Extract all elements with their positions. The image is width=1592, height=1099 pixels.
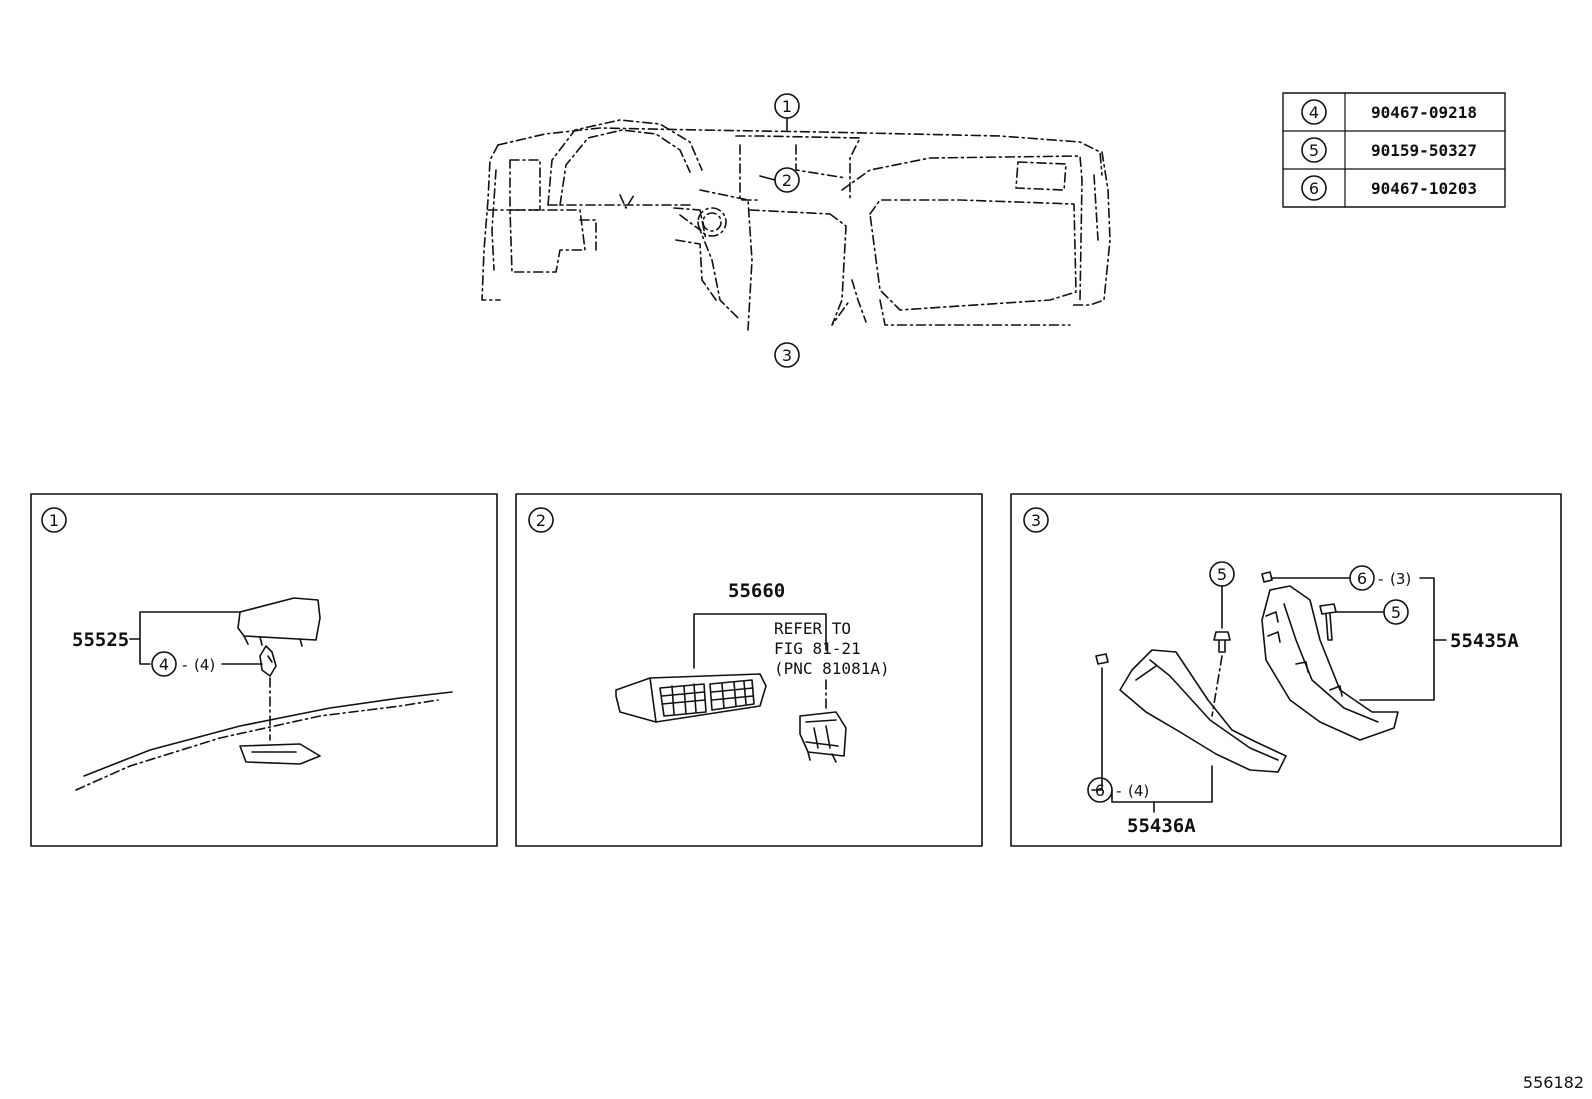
- legend-row: 5 90159-50327: [1301, 137, 1477, 163]
- svg-text:1: 1: [49, 511, 59, 530]
- diagram-number: 556182: [1523, 1073, 1584, 1092]
- svg-text:90159-50327: 90159-50327: [1371, 141, 1477, 160]
- svg-text:6: 6: [1095, 781, 1105, 800]
- svg-text:6: 6: [1357, 569, 1367, 588]
- svg-text:90467-09218: 90467-09218: [1371, 103, 1477, 122]
- legend-table: 4 90467-09218 5 90159-50327 6 90467-1020…: [1282, 92, 1506, 208]
- svg-text:-: -: [182, 656, 187, 674]
- detail-panel-1: 1 55525 4 - (4): [30, 493, 498, 847]
- svg-text:2: 2: [536, 511, 546, 530]
- svg-text:2: 2: [782, 171, 792, 190]
- svg-text:5: 5: [1217, 565, 1227, 584]
- svg-text:-: -: [1378, 570, 1383, 588]
- svg-text:55436A: 55436A: [1127, 815, 1196, 837]
- svg-text:(4): (4): [1128, 782, 1149, 800]
- svg-text:4: 4: [159, 655, 169, 674]
- overview-callout-1: 1: [774, 93, 800, 131]
- svg-text:5: 5: [1309, 141, 1319, 160]
- svg-text:4: 4: [1309, 103, 1319, 122]
- svg-text:3: 3: [1031, 511, 1041, 530]
- svg-text:5: 5: [1391, 603, 1401, 622]
- svg-text:55435A: 55435A: [1450, 630, 1519, 652]
- air-vent-drawing: [615, 673, 767, 723]
- bracket-drawing: [799, 711, 847, 763]
- overview-callout-2: 2: [759, 167, 800, 193]
- svg-text:1: 1: [782, 97, 792, 116]
- clip-drawing: [259, 645, 277, 677]
- upper-trim-drawing: [1261, 585, 1399, 741]
- svg-text:(PNC 81081A): (PNC 81081A): [774, 659, 890, 678]
- svg-text:(4): (4): [194, 656, 215, 674]
- svg-text:6: 6: [1309, 179, 1319, 198]
- detail-panel-3: 3 5 6 - (4) 55436A 5 6 - (: [1010, 493, 1562, 847]
- svg-text:90467-10203: 90467-10203: [1371, 179, 1477, 198]
- cover-part-drawing: [237, 597, 321, 641]
- dashboard-overview: [481, 119, 1111, 331]
- svg-text:FIG 81-21: FIG 81-21: [774, 639, 861, 658]
- legend-row: 4 90467-09218: [1301, 99, 1477, 125]
- svg-text:-: -: [1116, 782, 1121, 800]
- svg-text:(3): (3): [1390, 570, 1411, 588]
- svg-text:55525: 55525: [72, 629, 129, 651]
- overview-callout-3: 3: [774, 342, 800, 368]
- legend-row: 6 90467-10203: [1301, 175, 1477, 201]
- svg-text:3: 3: [782, 346, 792, 365]
- svg-text:REFER TO: REFER TO: [774, 619, 851, 638]
- lower-trim-drawing: [1119, 649, 1287, 773]
- svg-text:55660: 55660: [728, 580, 785, 602]
- detail-panel-2: 2 55660 REFER TO FIG 81-21 (PNC 81081A): [515, 493, 983, 847]
